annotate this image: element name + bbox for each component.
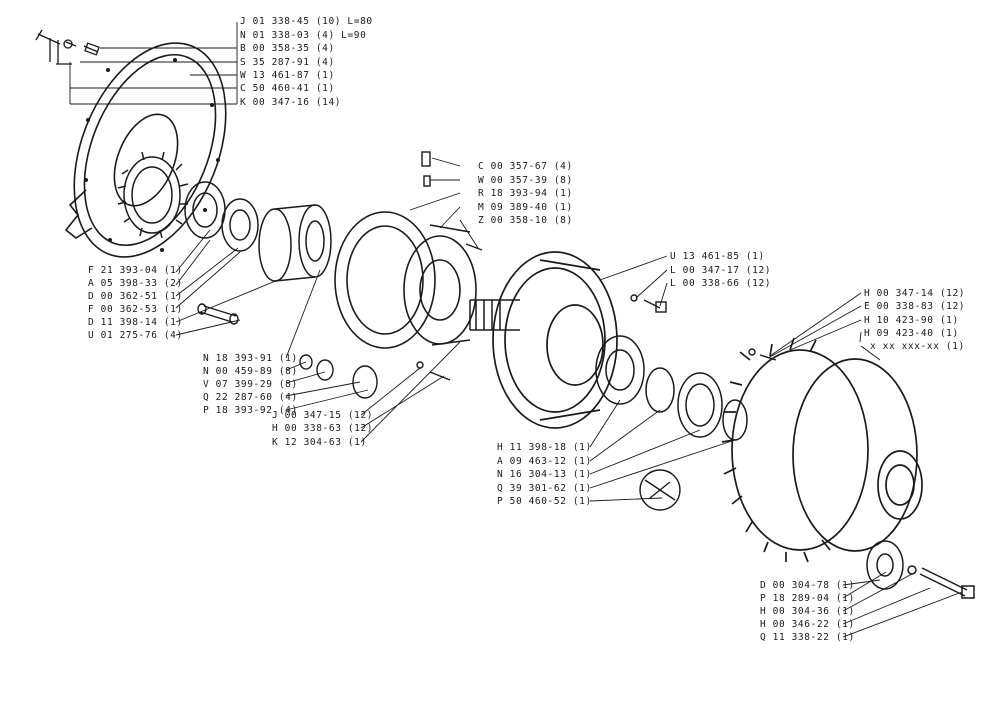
label-a-09-463-12: A 09 463-12 (1) — [497, 456, 592, 467]
cover-flange — [64, 42, 227, 258]
label-b-00-358-35: B 00 358-35 (4) — [240, 43, 335, 54]
label-h-09-423-40: H 09 423-40 (1) — [864, 328, 959, 339]
bearing-2 — [595, 335, 748, 441]
sleeve — [258, 204, 332, 282]
label-a-05-398-33: A 05 398-33 (2) — [88, 278, 183, 289]
label-k-00-347-16: K 00 347-16 (14) — [240, 97, 342, 108]
label-l-00-347-17: L 00 347-17 (12) — [670, 265, 772, 276]
label-w-13-461-87: W 13 461-87 (1) — [240, 70, 335, 81]
label-n-01-338-03: N 01 338-03 (4) L=90 — [240, 30, 367, 41]
label-h-00-338-63: H 00 338-63 (12) — [272, 423, 374, 434]
label-h-00-304-36: H 00 304-36 (1) — [760, 606, 855, 617]
label-p-18-289-04: P 18 289-04 (1) — [760, 593, 855, 604]
label-h-00-347-14: H 00 347-14 (12) — [864, 288, 966, 299]
label-j-00-347-15: J 00 347-15 (12) — [272, 410, 374, 421]
label-u-13-461-85: U 13 461-85 (1) — [670, 251, 765, 262]
label-x-placeholder: x xx xxx-xx (1) — [870, 341, 965, 352]
label-m-09-389-40: M 09 389-40 (1) — [478, 202, 573, 213]
label-c-00-357-67: C 00 357-67 (4) — [478, 161, 573, 172]
label-n-18-393-91: N 18 393-91 (1) — [203, 353, 298, 364]
label-v-07-399-29: V 07 399-29 (8) — [203, 379, 298, 390]
label-n-00-459-89: N 00 459-89 (8) — [203, 366, 298, 377]
label-f-21-393-04: F 21 393-04 (1) — [88, 265, 183, 276]
label-q-22-287-60: Q 22 287-60 (4) — [203, 392, 298, 403]
label-s-35-287-91: S 35 287-91 (4) — [240, 57, 335, 68]
label-u-01-275-76: U 01 275-76 (4) — [88, 330, 183, 341]
small-parts — [299, 151, 777, 511]
sprocket-wheel — [721, 337, 923, 563]
leader-lines — [69, 22, 963, 638]
main-hub — [492, 251, 618, 429]
label-d-11-398-14: D 11 398-14 (1) — [88, 317, 183, 328]
label-q-39-301-62: Q 39 301-62 (1) — [497, 483, 592, 494]
label-j-01-338-45: J 01 338-45 (10) L=80 — [240, 16, 373, 27]
label-p-18-393-92: P 18 393-92 (4) — [203, 405, 298, 416]
planet-carrier — [334, 211, 477, 349]
label-w-00-357-39: W 00 357-39 (8) — [478, 175, 573, 186]
label-q-11-338-22: Q 11 338-22 (1) — [760, 632, 855, 643]
shaft — [469, 299, 520, 331]
label-h-10-423-90: H 10 423-90 (1) — [864, 315, 959, 326]
bearing-1 — [184, 181, 259, 252]
label-z-00-358-10: Z 00 358-10 (8) — [478, 215, 573, 226]
label-p-50-460-52: P 50 460-52 (1) — [497, 496, 592, 507]
pinion-gear — [117, 151, 189, 239]
label-d-00-304-78: D 00 304-78 (1) — [760, 580, 855, 591]
label-c-50-460-41: C 50 460-41 (1) — [240, 83, 335, 94]
label-k-12-304-63: K 12 304-63 (1) — [272, 437, 367, 448]
label-l-00-338-66: L 00 338-66 (12) — [670, 278, 772, 289]
label-e-00-338-83: E 00 338-83 (12) — [864, 301, 966, 312]
label-n-16-304-13: N 16 304-13 (1) — [497, 469, 592, 480]
flange-holes — [84, 58, 220, 252]
label-f-00-362-53: F 00 362-53 (1) — [88, 304, 183, 315]
label-h-11-398-18: H 11 398-18 (1) — [497, 442, 592, 453]
label-d-00-362-51: D 00 362-51 (1) — [88, 291, 183, 302]
flange-bolts — [35, 29, 100, 65]
pin — [197, 303, 239, 325]
label-h-00-346-22: H 00 346-22 (1) — [760, 619, 855, 630]
label-r-18-393-94: R 18 393-94 (1) — [478, 188, 573, 199]
